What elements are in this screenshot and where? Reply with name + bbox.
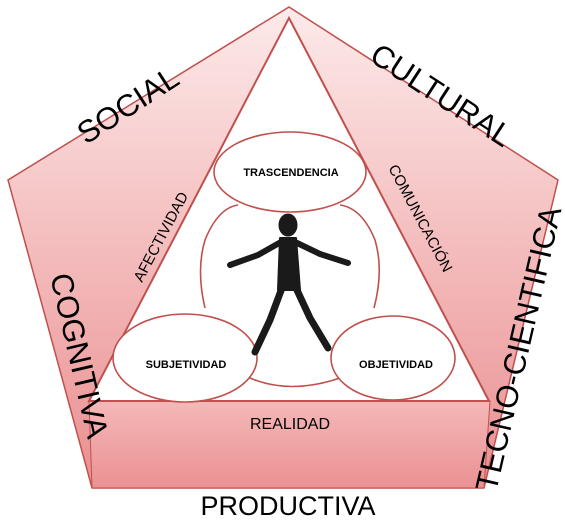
label-objetividad: OBJETIVIDAD <box>359 359 433 371</box>
inner-ring <box>199 204 381 388</box>
label-realidad: REALIDAD <box>250 416 330 433</box>
oval-subjetividad <box>112 313 258 403</box>
oval-trascendencia <box>213 131 367 213</box>
label-subjetividad: SUBJETIVIDAD <box>146 359 227 371</box>
label-productiva: PRODUCTIVA <box>200 491 375 521</box>
label-trascendencia: TRASCENDENCIA <box>243 167 338 179</box>
oval-objetividad <box>330 315 456 401</box>
human-figure-icon <box>227 213 351 356</box>
reality-band <box>88 400 491 489</box>
